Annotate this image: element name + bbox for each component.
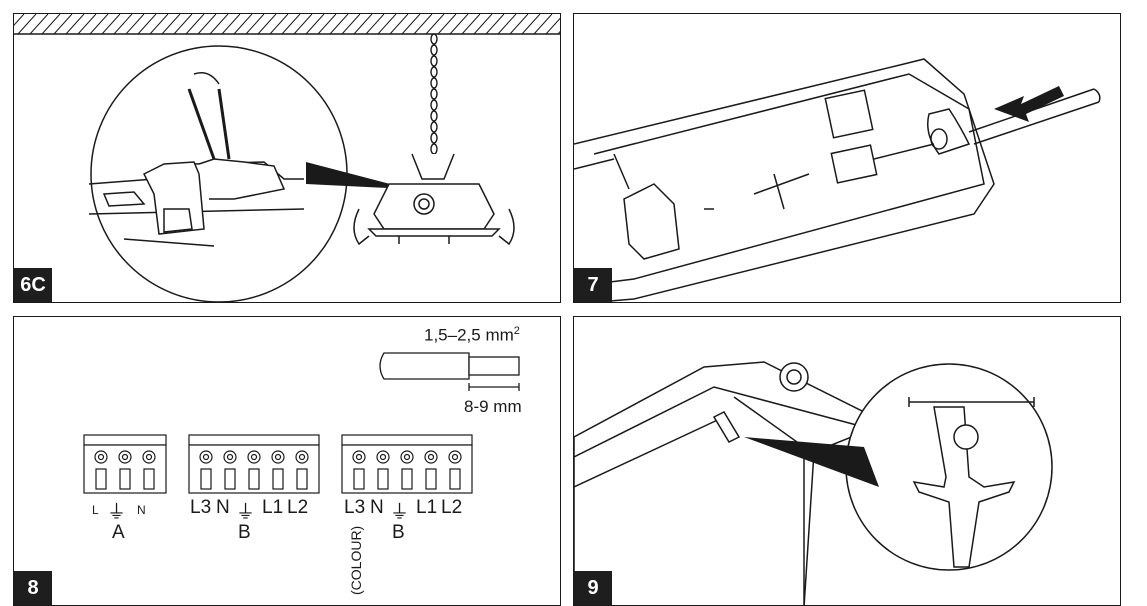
terminal-label-b2-l1: L1: [416, 497, 438, 518]
open-housing-illustration: [574, 58, 1101, 302]
panel-8: 1,5–2,5 mm2 8-9 mm L ⏚ N A L3 N ⏚ L1 L2 …: [13, 316, 561, 606]
connector-b2-name: B: [392, 522, 405, 543]
ground-icon-b1: ⏚: [236, 502, 256, 523]
terminal-label-b1-l1: L1: [262, 497, 284, 518]
wire-cross-section-label: 1,5–2,5 mm2: [424, 325, 520, 345]
step-badge-8: 8: [14, 571, 52, 605]
luminaire-end: [353, 153, 515, 246]
mounting-clip-illustration: [574, 361, 1053, 605]
ceiling-suspension-illustration: [14, 14, 560, 302]
terminal-label-b1-n: N: [216, 497, 230, 518]
terminal-label-b1-l3: L3: [190, 497, 212, 518]
step-badge-9: 9: [574, 571, 612, 605]
connector-a-name: A: [112, 522, 125, 543]
panel-6c: 6C: [13, 13, 561, 303]
insert-arrow-icon: [994, 86, 1064, 122]
terminal-label-a-left: L: [92, 503, 99, 517]
wiring-illustration: [83, 352, 520, 494]
panel-9: 9: [573, 316, 1121, 606]
terminal-label-b2-l2: L2: [441, 497, 463, 518]
panel-7: 7: [573, 13, 1121, 303]
strip-length-label: 8-9 mm: [464, 397, 522, 416]
detail-magnifier: [88, 45, 409, 302]
terminal-label-b2-l3: L3: [344, 497, 366, 518]
step-badge-6c: 6C: [14, 268, 52, 302]
step-badge-7: 7: [574, 268, 612, 302]
terminal-label-b2-n: N: [370, 497, 384, 518]
suspension-chain: [430, 33, 438, 155]
terminal-label-a-right: N: [137, 503, 146, 517]
connector-b1-name: B: [238, 522, 251, 543]
stripped-wire: [379, 352, 520, 391]
ground-icon-a: ⏚: [107, 502, 127, 523]
ground-icon-b2: ⏚: [390, 502, 410, 523]
colour-note: (COLOUR): [348, 525, 364, 595]
terminal-label-b1-l2: L2: [287, 497, 309, 518]
